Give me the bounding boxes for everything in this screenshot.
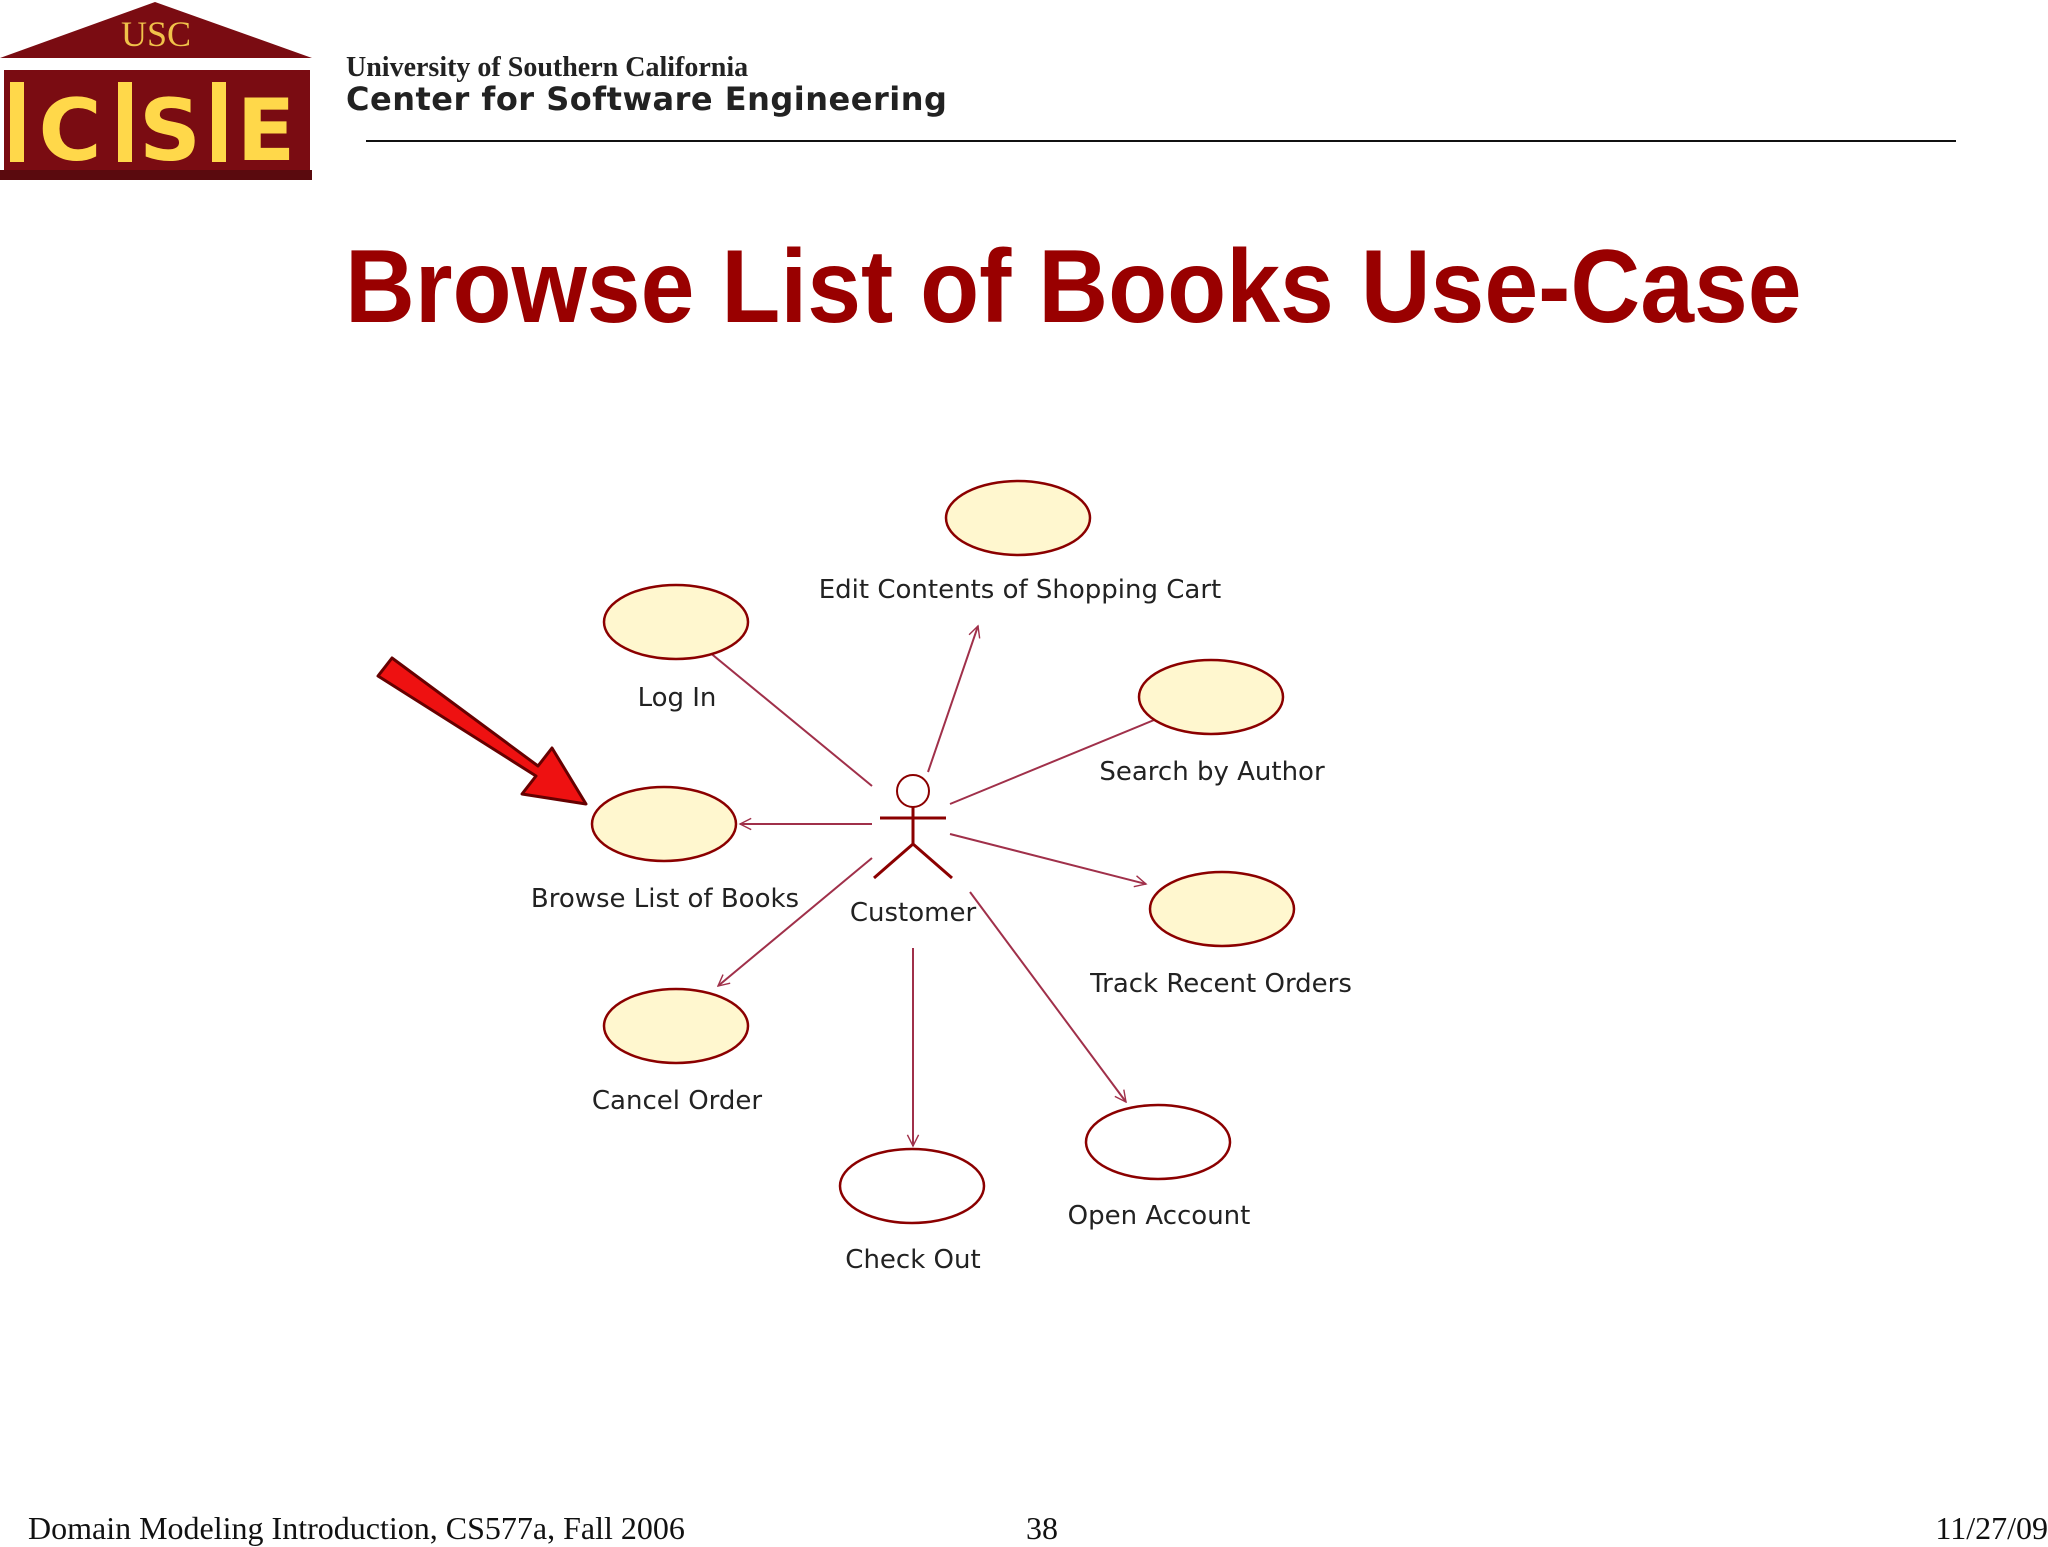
header-divider xyxy=(366,140,1956,142)
use-case-label: Browse List of Books xyxy=(531,884,799,914)
slide-title: Browse List of Books Use-Case xyxy=(345,229,1802,345)
use-case-open-account xyxy=(1084,1103,1232,1181)
logo-plinth xyxy=(0,170,312,180)
logo-usc-text: USC xyxy=(121,14,191,54)
logo-roof xyxy=(0,2,312,58)
footer-course: Domain Modeling Introduction, CS577a, Fa… xyxy=(28,1510,685,1546)
actor-label: Customer xyxy=(850,898,977,928)
use-case-label: Track Recent Orders xyxy=(1089,969,1352,999)
use-case-track-orders xyxy=(1148,870,1296,948)
association-cancel-order xyxy=(718,857,873,986)
logo-pillar xyxy=(10,82,24,162)
use-case-log-in xyxy=(602,583,750,661)
use-case-label: Check Out xyxy=(845,1245,980,1275)
association-edit-cart xyxy=(927,626,978,773)
highlight-arrow-icon xyxy=(376,656,588,806)
logo-pillar xyxy=(118,82,132,162)
logo-letter-e: E xyxy=(237,81,296,181)
association-track-orders xyxy=(949,833,1146,884)
csse-logo: USC C S E xyxy=(0,2,312,181)
use-case-label: Search by Author xyxy=(1099,757,1325,787)
use-case-label: Log In xyxy=(638,683,717,713)
footer-page-number: 38 xyxy=(1026,1510,1058,1546)
use-case-label: Edit Contents of Shopping Cart xyxy=(819,575,1222,605)
footer-date: 11/27/09 xyxy=(1935,1510,2048,1546)
use-case-edit-cart xyxy=(944,479,1092,557)
use-case-label: Cancel Order xyxy=(592,1086,763,1116)
association-open-account xyxy=(969,891,1126,1102)
use-case-check-out xyxy=(838,1147,986,1225)
logo-pillar xyxy=(212,82,226,162)
use-case-cancel-order xyxy=(602,987,750,1065)
logo-letter-s: S xyxy=(139,81,201,181)
center-name: Center for Software Engineering xyxy=(346,80,948,118)
logo-base xyxy=(4,70,310,174)
use-case-label: Open Account xyxy=(1068,1201,1251,1231)
use-case-browse-books xyxy=(590,785,738,863)
use-case-search-author xyxy=(1137,658,1285,736)
university-name: University of Southern California xyxy=(346,52,749,83)
actor-customer-icon xyxy=(873,774,953,880)
logo-letter-c: C xyxy=(38,81,101,181)
